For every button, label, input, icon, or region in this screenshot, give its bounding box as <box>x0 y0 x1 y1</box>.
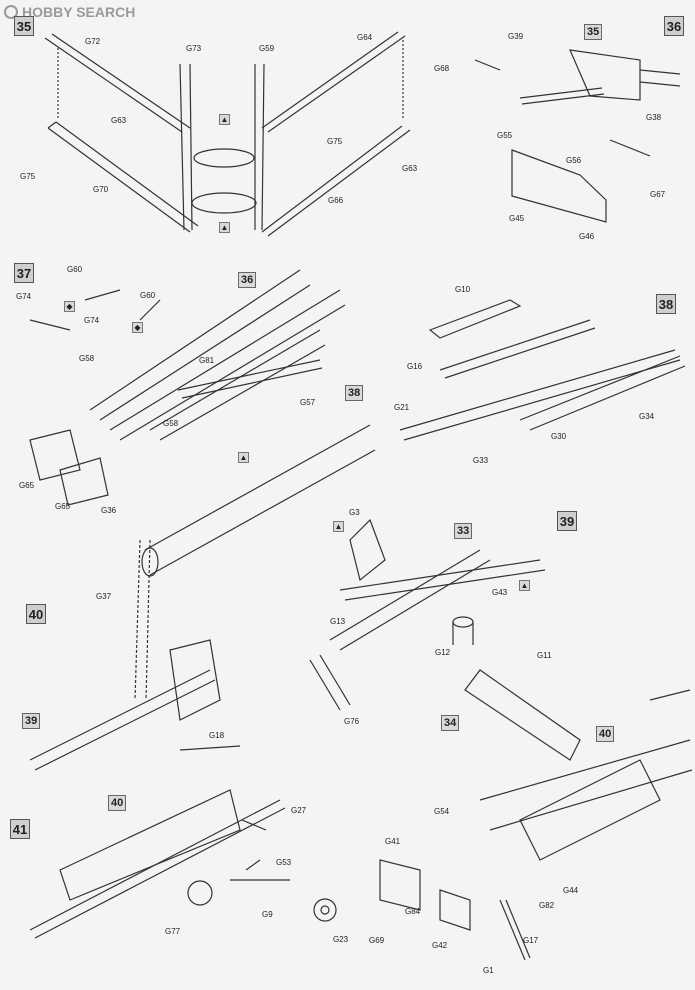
part-label: G17 <box>523 936 539 945</box>
ref-40-right: 40 <box>596 726 615 742</box>
ref-33: 33 <box>454 523 473 539</box>
step39-drawing <box>309 518 546 711</box>
part-label: G74 <box>84 316 100 325</box>
part-label: G70 <box>93 185 109 194</box>
step-41-badge: 41 <box>10 819 30 839</box>
step41-left-drawing <box>29 745 337 939</box>
part-label: G81 <box>199 356 215 365</box>
part-label: G45 <box>509 214 525 223</box>
step-38-badge: 38 <box>656 294 676 314</box>
step-39-badge: 39 <box>557 511 577 531</box>
ref-36: 36 <box>238 272 257 288</box>
cement-icon: ◆ <box>132 322 143 333</box>
part-label: G9 <box>262 910 273 919</box>
part-label: G42 <box>432 941 448 950</box>
part-label: G59 <box>259 44 275 53</box>
glue-icon: ▲ <box>238 452 249 463</box>
glue-icon: ▲ <box>519 580 530 591</box>
part-label: G64 <box>357 33 373 42</box>
part-label: G63 <box>111 116 127 125</box>
step35-drawing <box>44 31 411 237</box>
watermark-text: HOBBY SEARCH <box>22 4 136 20</box>
part-label: G63 <box>402 164 418 173</box>
glue-icon: ▲ <box>219 222 230 233</box>
part-label: G21 <box>394 403 410 412</box>
part-label: G23 <box>333 935 349 944</box>
part-label: G36 <box>101 506 117 515</box>
glue-icon: ▲ <box>219 114 230 125</box>
part-label: G53 <box>276 858 292 867</box>
part-label: G13 <box>330 617 346 626</box>
part-label: G54 <box>434 807 450 816</box>
part-label: G43 <box>492 588 508 597</box>
step-36-badge: 36 <box>664 16 684 36</box>
part-label: G65 <box>19 481 35 490</box>
part-label: G82 <box>539 901 555 910</box>
part-label: G39 <box>508 32 524 41</box>
part-label: G44 <box>563 886 579 895</box>
part-label: G67 <box>650 190 666 199</box>
part-label: G46 <box>579 232 595 241</box>
part-label: G74 <box>16 292 32 301</box>
part-label: G58 <box>163 419 179 428</box>
part-label: G33 <box>473 456 489 465</box>
part-label: G76 <box>344 717 360 726</box>
part-label: G38 <box>646 113 662 122</box>
part-label: G27 <box>291 806 307 815</box>
step-37-badge: 37 <box>14 263 34 283</box>
step38-drawing <box>399 299 686 441</box>
part-label: G60 <box>67 265 83 274</box>
ref-35: 35 <box>584 24 603 40</box>
step-40-badge: 40 <box>26 604 46 624</box>
glue-icon: ▲ <box>333 521 344 532</box>
part-label: G69 <box>369 936 385 945</box>
part-label: G10 <box>455 285 471 294</box>
watermark: HOBBY SEARCH <box>4 4 135 20</box>
cement-icon: ◆ <box>64 301 75 312</box>
part-label: G72 <box>85 37 101 46</box>
ref-34: 34 <box>441 715 460 731</box>
step37-drawing <box>29 269 346 506</box>
part-label: G66 <box>328 196 344 205</box>
ref-38: 38 <box>345 385 364 401</box>
watermark-logo-icon <box>4 5 18 19</box>
part-label: G37 <box>96 592 112 601</box>
part-label: G84 <box>405 907 421 916</box>
part-label: G11 <box>537 651 552 660</box>
part-label: G75 <box>20 172 36 181</box>
part-label: G55 <box>497 131 513 140</box>
ref-39: 39 <box>22 713 41 729</box>
part-label: G12 <box>435 648 451 657</box>
part-label: G16 <box>407 362 423 371</box>
step-35-badge: 35 <box>14 16 34 36</box>
part-label: G75 <box>327 137 343 146</box>
part-label: G18 <box>209 731 225 740</box>
part-label: G58 <box>79 354 95 363</box>
step41-right-drawing <box>379 669 693 961</box>
part-label: G41 <box>385 837 401 846</box>
part-label: G3 <box>349 508 360 517</box>
part-label: G30 <box>551 432 567 441</box>
step36-drawing <box>474 49 681 223</box>
part-label: G65 <box>55 502 71 511</box>
part-label: G34 <box>639 412 655 421</box>
part-label: G1 <box>483 966 494 975</box>
part-label: G56 <box>566 156 582 165</box>
step40-drawing <box>29 424 376 771</box>
part-label: G57 <box>300 398 316 407</box>
part-label: G68 <box>434 64 450 73</box>
ref-40-left: 40 <box>108 795 127 811</box>
part-label: G77 <box>165 927 181 936</box>
part-label: G73 <box>186 44 202 53</box>
part-label: G60 <box>140 291 156 300</box>
